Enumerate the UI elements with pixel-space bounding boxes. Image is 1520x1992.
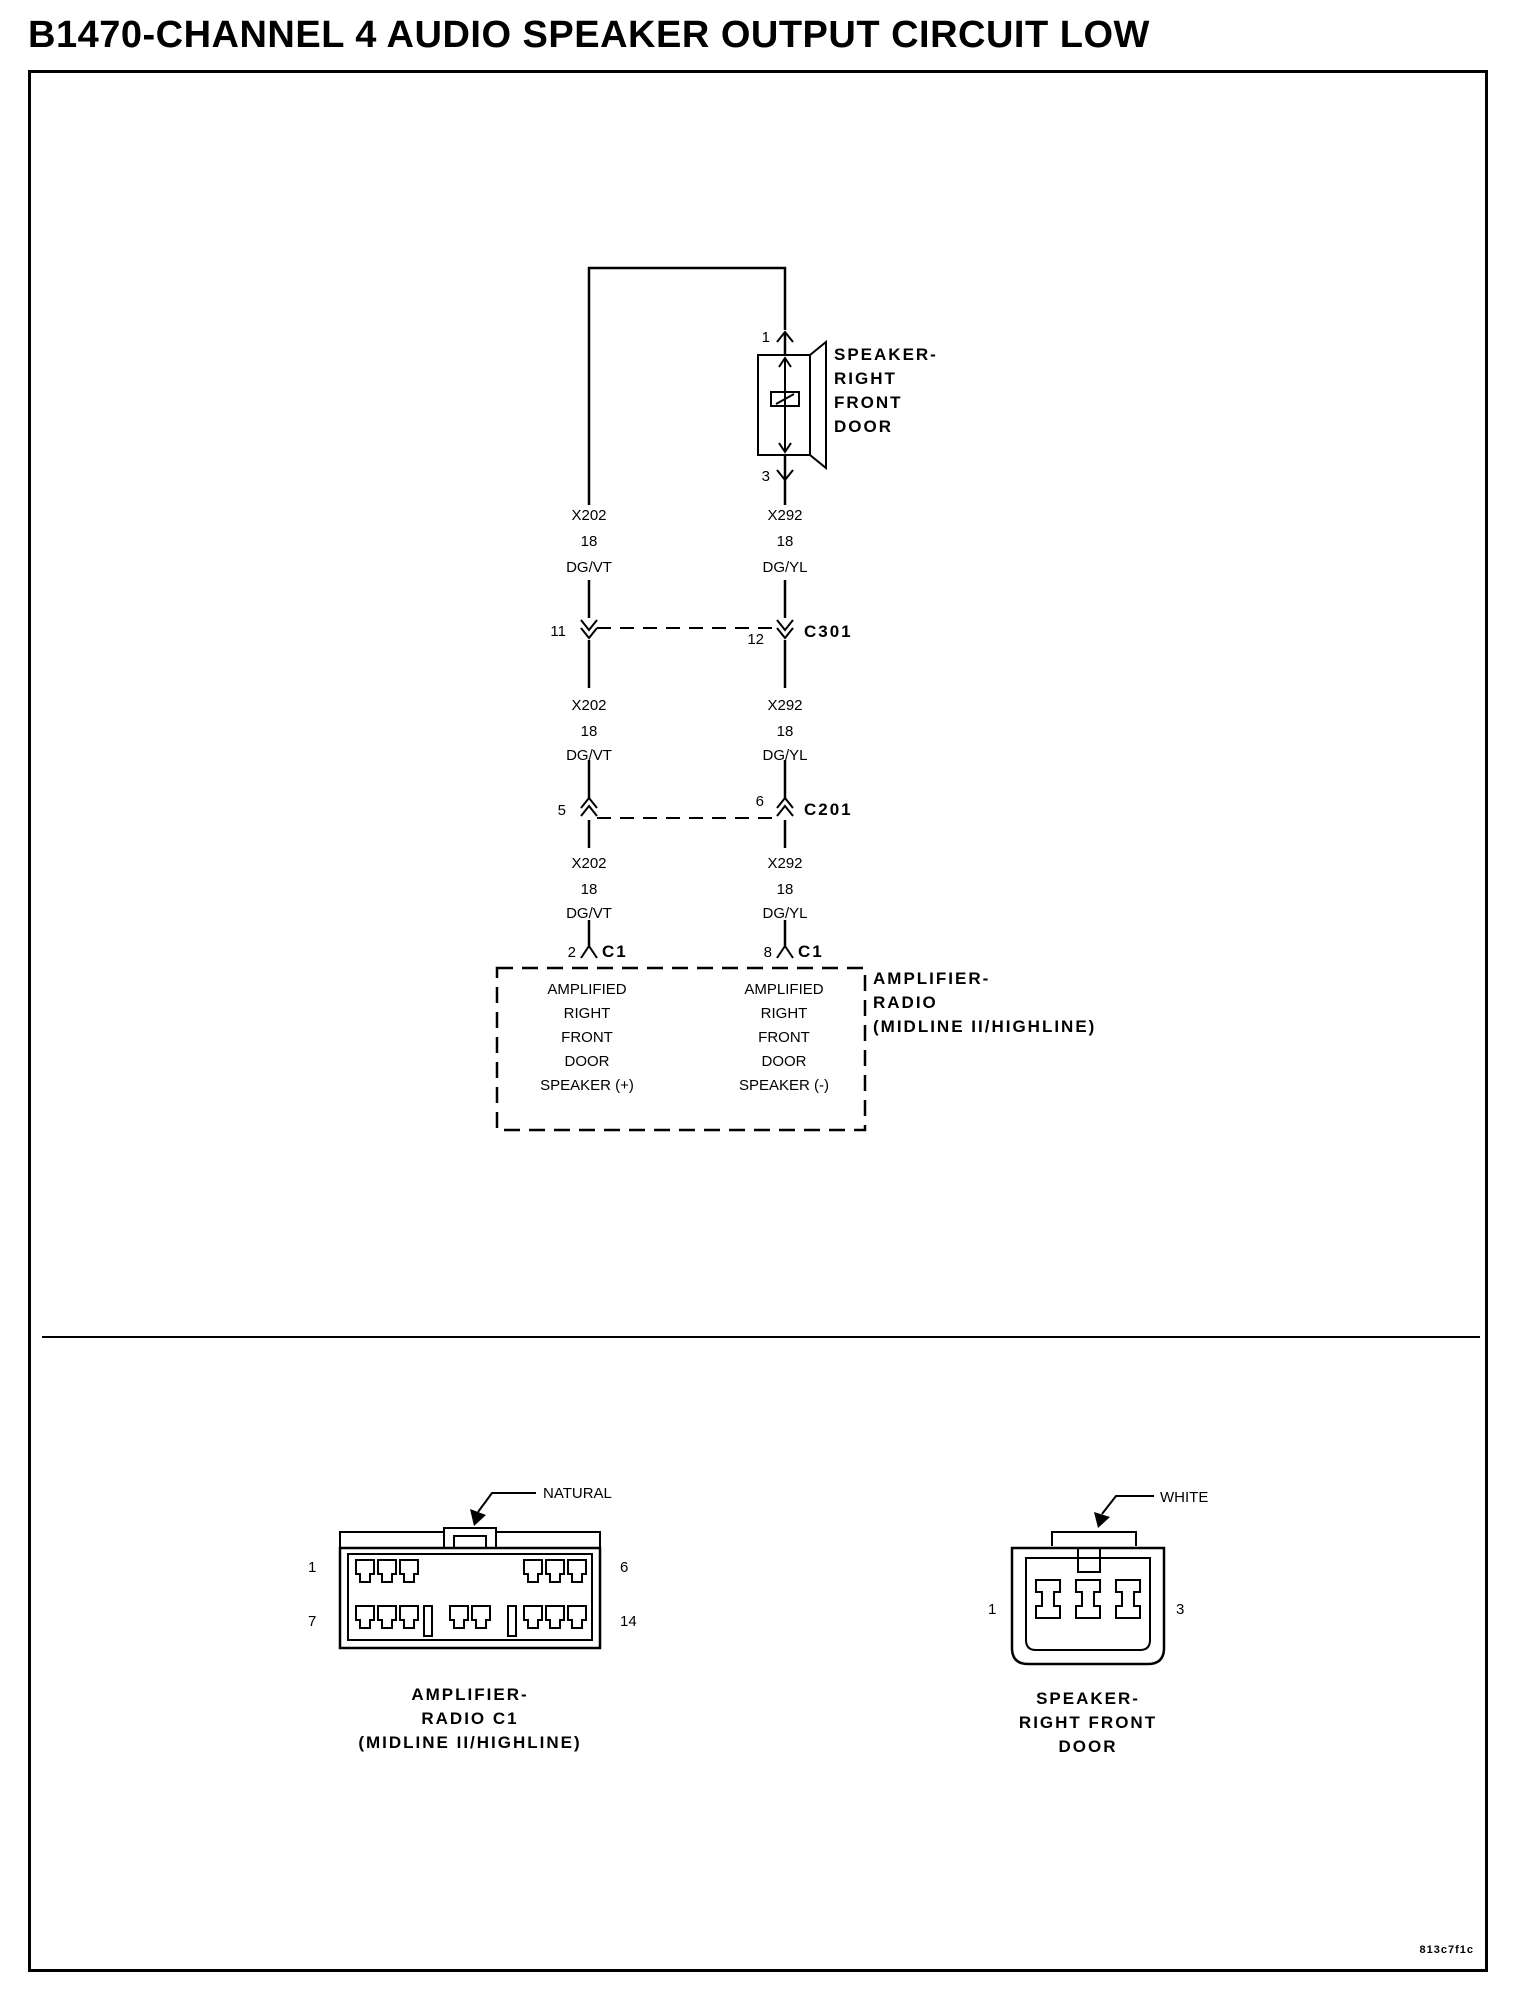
- amp-label-line-1: AMPLIFIER-: [873, 969, 990, 988]
- left-wire-gauge: 18: [581, 881, 598, 898]
- right-wire-color: DG/YL: [762, 905, 807, 922]
- c1-pin-right: 8: [764, 944, 772, 961]
- right-wire-circuit: X292: [767, 855, 802, 872]
- right-wire-gauge: 18: [777, 881, 794, 898]
- amp-right-term-line-3: FRONT: [758, 1029, 810, 1046]
- wire-segments: [587, 480, 787, 940]
- speaker-connector-view: WHITE 1 3 SPEAKER- RIGHT FRONT DOOR: [988, 1489, 1208, 1756]
- speaker-label-line-2: RIGHT: [834, 369, 897, 388]
- amp-c1-caption-line-3: (MIDLINE II/HIGHLINE): [358, 1733, 581, 1752]
- amp-c1-pin-14: 14: [620, 1613, 637, 1630]
- c301-pin-left: 11: [550, 623, 566, 640]
- c301-label: C301: [804, 622, 853, 641]
- wire-label-group-2: X202 18 DG/VT X292 18 DG/YL: [566, 697, 807, 764]
- speaker-label-line-1: SPEAKER-: [834, 345, 938, 364]
- connector-c201: 5 6 C201: [558, 793, 853, 819]
- right-wire-gauge: 18: [777, 723, 794, 740]
- speaker-pin-1: 1: [762, 329, 770, 346]
- left-wire-gauge: 18: [581, 533, 598, 550]
- amp-left-term-line-3: FRONT: [561, 1029, 613, 1046]
- amp-c1-pin-7: 7: [308, 1613, 316, 1630]
- amp-c1-color-label: NATURAL: [543, 1485, 612, 1502]
- c1-pin-left: 2: [568, 944, 576, 961]
- speaker-conn-caption-line-3: DOOR: [1059, 1737, 1118, 1756]
- page-title: B1470-CHANNEL 4 AUDIO SPEAKER OUTPUT CIR…: [28, 14, 1150, 56]
- amp-label-line-2: RADIO: [873, 993, 938, 1012]
- left-wire-gauge: 18: [581, 723, 598, 740]
- left-wire-color: DG/VT: [566, 747, 612, 764]
- left-wire-circuit: X202: [571, 697, 606, 714]
- amp-right-term-line-1: AMPLIFIED: [744, 981, 823, 998]
- left-wire-color: DG/VT: [566, 559, 612, 576]
- amp-c1-pin-6: 6: [620, 1559, 628, 1576]
- amp-right-term-line-4: DOOR: [762, 1053, 807, 1070]
- right-wire-color: DG/YL: [762, 747, 807, 764]
- left-wire-top: [587, 266, 787, 505]
- right-wire-circuit: X292: [767, 507, 802, 524]
- c1-left-label: C1: [602, 942, 628, 961]
- amp-right-term-line-5: SPEAKER (-): [739, 1077, 829, 1094]
- c301-pin-right: 12: [747, 631, 764, 648]
- speaker-conn-caption-line-2: RIGHT FRONT: [1019, 1713, 1157, 1732]
- amp-c1-cavities: [355, 1559, 587, 1637]
- wire-label-group-1: X202 18 DG/VT X292 18 DG/YL: [566, 507, 807, 576]
- c201-pin-left: 5: [558, 802, 566, 819]
- amp-left-term-line-5: SPEAKER (+): [540, 1077, 634, 1094]
- amp-c1-pin-1: 1: [308, 1559, 316, 1576]
- right-wire-color: DG/YL: [762, 559, 807, 576]
- speaker-pin-3: 3: [762, 468, 770, 485]
- speaker-symbol: 1 3 SPEAKER- RIGHT FRONT DOOR: [757, 329, 938, 485]
- amp-label-line-3: (MIDLINE II/HIGHLINE): [873, 1017, 1096, 1036]
- speaker-conn-color-label: WHITE: [1160, 1489, 1208, 1506]
- speaker-label-line-4: DOOR: [834, 417, 893, 436]
- left-wire-circuit: X202: [571, 855, 606, 872]
- c201-label: C201: [804, 800, 853, 819]
- amp-left-term-line-1: AMPLIFIED: [547, 981, 626, 998]
- c1-right-label: C1: [798, 942, 824, 961]
- amp-right-term-line-2: RIGHT: [761, 1005, 808, 1022]
- c201-pin-right: 6: [756, 793, 764, 810]
- speaker-conn-caption-line-1: SPEAKER-: [1036, 1689, 1140, 1708]
- speaker-conn-pin-1: 1: [988, 1601, 996, 1618]
- amp-c1-caption-line-2: RADIO C1: [421, 1709, 518, 1728]
- diagram-frame: [28, 70, 1488, 1972]
- speaker-conn-cavities: [1035, 1579, 1141, 1619]
- connector-c301: 11 12 C301: [550, 619, 853, 648]
- left-wire-circuit: X202: [571, 507, 606, 524]
- figure-code: 813c7f1c: [1420, 1944, 1475, 1956]
- amp-c1-caption-line-1: AMPLIFIER-: [411, 1685, 528, 1704]
- amp-left-term-line-4: DOOR: [565, 1053, 610, 1070]
- amplifier-radio: AMPLIFIED RIGHT FRONT DOOR SPEAKER (+) A…: [495, 966, 1096, 1132]
- speaker-label-line-3: FRONT: [834, 393, 903, 412]
- speaker-conn-pin-3: 3: [1176, 1601, 1184, 1618]
- amp-c1-connector-view: NATURAL 1 6 7 14 AMPLIF: [308, 1485, 637, 1752]
- connector-c1: 2 8 C1 C1: [568, 940, 824, 961]
- amp-left-term-line-2: RIGHT: [564, 1005, 611, 1022]
- wire-label-group-3: X202 18 DG/VT X292 18 DG/YL: [566, 855, 807, 922]
- right-wire-gauge: 18: [777, 533, 794, 550]
- left-wire-color: DG/VT: [566, 905, 612, 922]
- right-wire-circuit: X292: [767, 697, 802, 714]
